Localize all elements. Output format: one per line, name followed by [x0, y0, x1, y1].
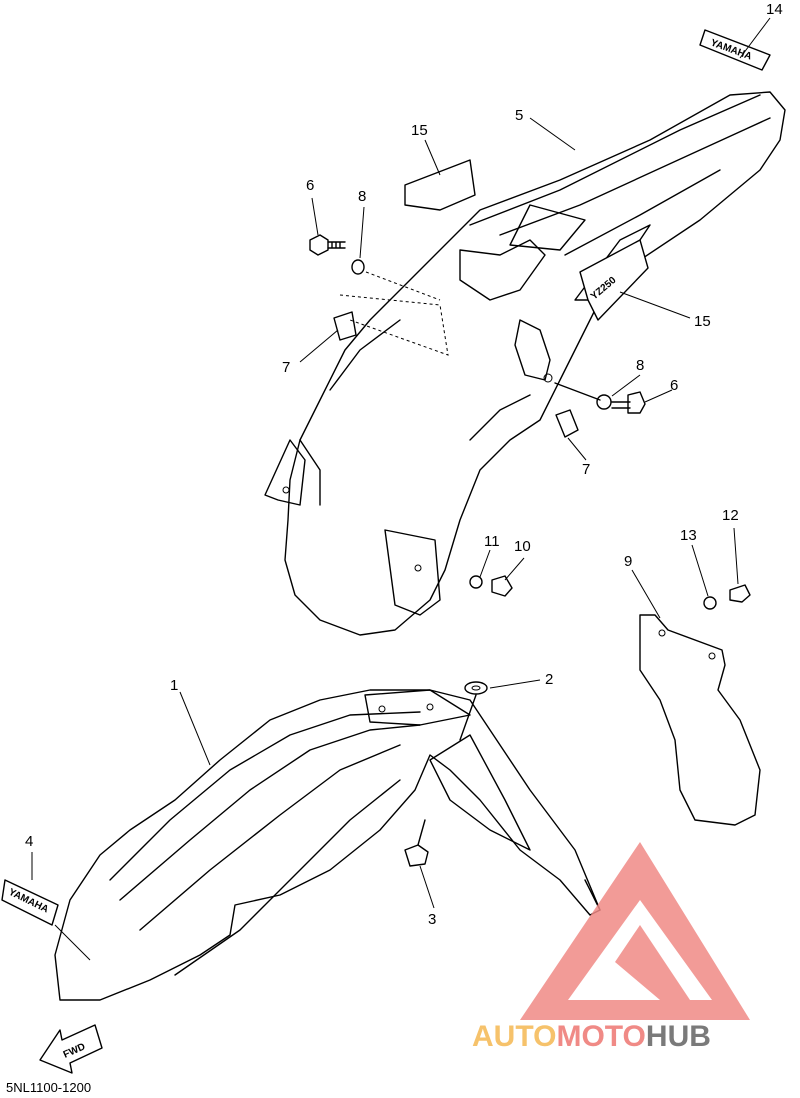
callout-15-left: 15 [411, 122, 428, 139]
fastener-group-right [554, 382, 646, 438]
callout-5: 5 [515, 107, 523, 124]
screw-12 [729, 584, 751, 603]
watermark-hub: HUB [646, 1020, 711, 1053]
front-fender [54, 689, 601, 1001]
fastener-group-bottom [469, 575, 513, 597]
callout-1: 1 [170, 677, 178, 694]
callout-2: 2 [545, 671, 553, 688]
callout-6-right: 6 [670, 377, 678, 394]
fwd-arrow: FWD [39, 1024, 103, 1074]
callout-4: 4 [25, 833, 33, 850]
side-decal [404, 159, 476, 211]
bolt-3 [404, 844, 429, 867]
diagram-code: 5NL1100-1200 [6, 1080, 91, 1095]
callout-12: 12 [722, 507, 739, 524]
watermark-auto: AUTO [472, 1020, 556, 1053]
callout-3: 3 [428, 911, 436, 928]
front-yamaha-decal: YAMAHA [1, 879, 59, 926]
watermark-logo [520, 842, 750, 1020]
fastener-group-left [309, 234, 449, 356]
callout-10: 10 [514, 538, 531, 555]
callout-13: 13 [680, 527, 697, 544]
grommet-2 [464, 681, 488, 695]
callout-15-right: 15 [694, 313, 711, 330]
callout-8-right: 8 [636, 357, 644, 374]
washer-13 [703, 596, 717, 610]
watermark-moto: MOTO [556, 1020, 645, 1053]
callout-11: 11 [484, 533, 500, 550]
callout-14: 14 [766, 1, 783, 18]
callout-7-right: 7 [582, 461, 590, 478]
rear-yamaha-decal: YAMAHA [699, 29, 771, 71]
callout-7-left: 7 [282, 359, 290, 376]
model-decal: YZ250 [579, 239, 649, 321]
callout-9: 9 [624, 553, 632, 570]
callout-8-left: 8 [358, 188, 366, 205]
leader-lines [31, 17, 771, 961]
mud-flap [639, 614, 761, 826]
watermark-text: AUTOMOTOHUB [472, 1020, 711, 1053]
callout-6-left: 6 [306, 177, 314, 194]
